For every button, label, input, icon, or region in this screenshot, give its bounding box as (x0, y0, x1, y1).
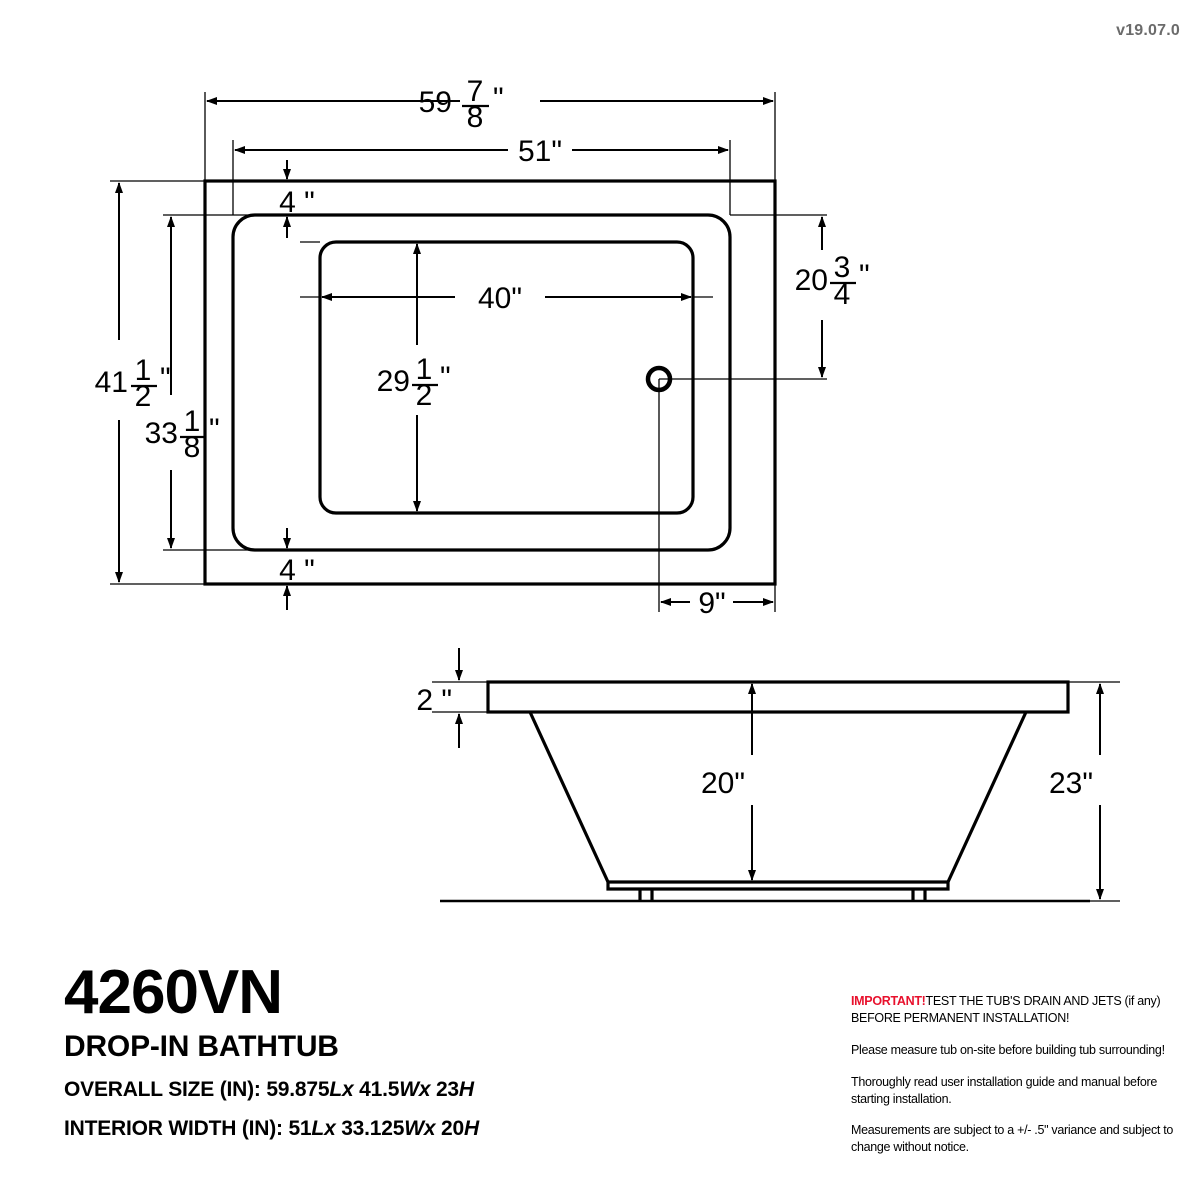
dim-label-overall-height: 23" (1049, 767, 1093, 800)
interior-width-value: 33.125 (341, 1117, 405, 1141)
important-tag: IMPORTANT! (851, 994, 926, 1008)
dim-overall-width-num: 1 (135, 354, 152, 387)
dim-label-rim-top: 4 " (279, 186, 315, 219)
dim-label-rim-thickness: 2 " (416, 684, 452, 717)
dim-label-rim-bottom: 4 " (279, 554, 315, 587)
dim-label-interior-width: 33 1 8 " (145, 405, 220, 464)
tub-left-wall (528, 711, 610, 883)
interior-width-spec: INTERIOR WIDTH (IN): 51Lx 33.125Wx 20H (64, 1116, 684, 1141)
interior-length: 51 (288, 1117, 312, 1141)
product-type: DROP-IN BATHTUB (64, 1030, 339, 1063)
overall-size-spec: OVERALL SIZE (IN): 59.875Lx 41.5Wx 23H (64, 1077, 684, 1102)
overall-size-height: 23 (435, 1078, 459, 1101)
overall-size-width: 41.5 (359, 1078, 400, 1101)
dim-overall-width-den: 2 (135, 380, 152, 413)
dim-rim-depth-unit: " (859, 259, 870, 292)
title-block: 4260VN DROP-IN BATHTUB OVERALL SIZE (IN)… (64, 962, 684, 1141)
dim-basin-width-num: 1 (416, 353, 433, 386)
interior-l-unit: L (311, 1117, 325, 1141)
dim-rim-depth-num: 3 (834, 251, 851, 284)
dim-rim-depth-den: 4 (834, 278, 851, 311)
side-view-extension-lines (432, 681, 1120, 902)
overall-size-l-unit: L (329, 1078, 342, 1101)
overall-size-x1: x (342, 1078, 354, 1101)
interior-height-value: 20 (440, 1117, 464, 1141)
overall-size-h-unit: H (458, 1078, 474, 1101)
interior-w-unit: W (404, 1117, 424, 1141)
interior-x2: x (423, 1117, 436, 1141)
dim-label-interior-depth: 20" (701, 767, 745, 800)
dim-interior-width-whole: 33 (145, 417, 178, 450)
dim-overall-length-num: 7 (467, 75, 484, 108)
note-variance: Measurements are subject to a +/- .5" va… (851, 1123, 1174, 1155)
overall-size-w-unit: W (399, 1078, 419, 1101)
dim-label-drain-offset: 9" (698, 587, 725, 620)
dim-interior-width-den: 8 (184, 431, 201, 464)
tub-right-wall (946, 711, 1028, 883)
dim-overall-length-whole: 59 (419, 86, 452, 119)
top-view-extension-lines (110, 92, 827, 612)
top-view-geometry (203, 179, 777, 586)
note-important: IMPORTANT!TEST THE TUB'S DRAIN AND JETS … (851, 993, 1187, 1027)
overall-size-x2: x (418, 1078, 431, 1101)
tub-outer-rim-rect (203, 179, 777, 586)
dim-label-overall-width: 41 1 2 " (95, 354, 171, 413)
dim-overall-length-unit: " (493, 82, 504, 115)
dim-overall-width-whole: 41 (95, 366, 128, 399)
dim-label-basin-length: 40" (478, 282, 522, 315)
dim-interior-width-num: 1 (184, 405, 201, 438)
dim-label-overall-length: 59 7 8 " (419, 75, 504, 134)
top-view-dimension-lines (115, 97, 826, 610)
note-measure: Please measure tub on-site before buildi… (851, 1042, 1165, 1057)
dim-label-interior-length: 51" (518, 135, 562, 168)
tub-base-plate (606, 880, 950, 891)
interior-width-label: INTERIOR WIDTH (IN): (64, 1117, 283, 1141)
dim-overall-width-unit: " (160, 362, 171, 395)
dim-label-rim-depth-right: 20 3 4 " (795, 251, 870, 311)
dim-basin-width-whole: 29 (377, 365, 410, 398)
tub-rim-slab (486, 680, 1070, 714)
interior-h-unit: H (463, 1117, 479, 1141)
side-view-dimension-lines (455, 648, 1104, 900)
tub-basin-rect (318, 240, 695, 515)
interior-x1: x (324, 1117, 336, 1141)
important-text: TEST THE TUB'S DRAIN AND JETS (if any) B… (851, 994, 1161, 1025)
dim-overall-length-den: 8 (467, 101, 484, 134)
dim-basin-width-den: 2 (416, 379, 433, 412)
notes-block: IMPORTANT!TEST THE TUB'S DRAIN AND JETS … (851, 993, 1187, 1156)
overall-size-length: 59.875 (266, 1078, 330, 1101)
note-manual: Thoroughly read user installation guide … (851, 1074, 1158, 1106)
tub-inner-rim-rect (231, 213, 732, 552)
model-number: 4260VN (64, 958, 283, 1027)
dim-interior-width-unit: " (209, 413, 220, 446)
side-view-geometry (486, 680, 1070, 901)
overall-size-label: OVERALL SIZE (IN): (64, 1078, 261, 1101)
dim-rim-depth-whole: 20 (795, 264, 828, 297)
version-label: v19.07.0 (1116, 22, 1180, 39)
dim-basin-width-unit: " (440, 361, 451, 394)
dim-label-basin-width: 29 1 2 " (377, 353, 451, 412)
